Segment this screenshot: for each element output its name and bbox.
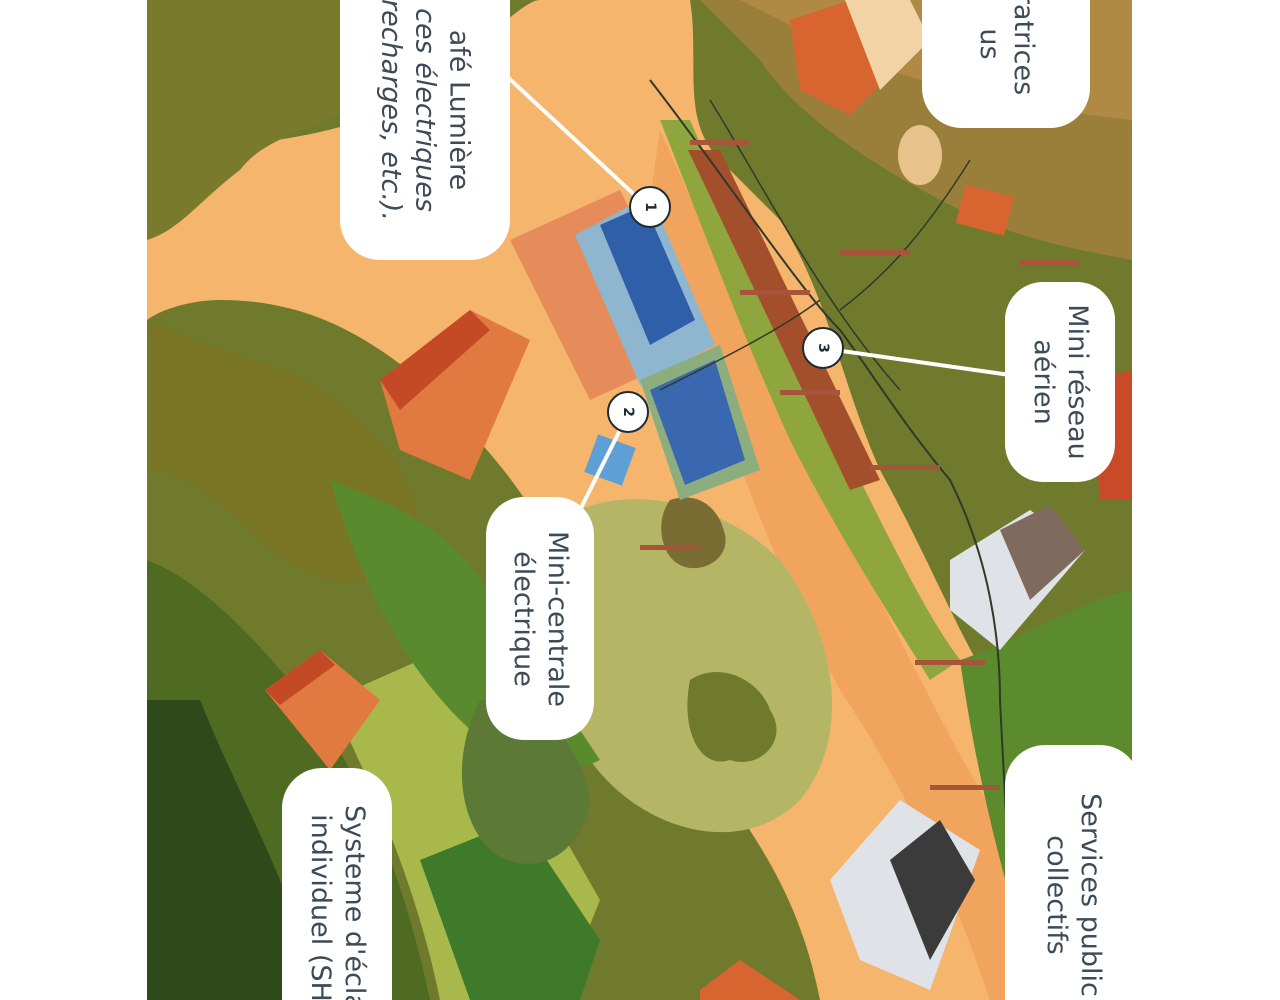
power-line-branch-c (659, 299, 821, 391)
callout-cafe-lumiere: afé Lumière ces électriques recharges, e… (340, 0, 510, 260)
callout-systeme-eclairage: Systeme d'écla individuel (SH (282, 768, 392, 1000)
cafe-solar-panels (600, 205, 695, 345)
callout-mini-centrale-line2: électrique (508, 550, 539, 687)
marker-3: 3 (802, 327, 844, 369)
house-top-right (790, 0, 895, 115)
roof-bottom-edge (700, 960, 800, 1000)
right-margin (1132, 0, 1280, 1000)
building-right-roof (1000, 505, 1085, 600)
callout-mini-reseau-line2: aérien (1028, 339, 1059, 425)
house-bottom-left-roof (265, 650, 335, 705)
callout-systeme-line2: individuel (SH (305, 814, 336, 1000)
haystack (898, 125, 942, 185)
callout-top-right-line2: us (974, 28, 1005, 60)
tree-meadow (687, 671, 777, 762)
callout-cafe-line1: afé Lumière (443, 29, 475, 191)
callout-services-publics: Services public collectifs (1005, 745, 1140, 1000)
solar-field-panels (650, 360, 745, 485)
leader-line-3 (834, 348, 1011, 377)
marker-3-label: 3 (815, 343, 831, 353)
left-margin (0, 0, 147, 1000)
marker-2: 2 (607, 391, 649, 433)
leader-line-2 (573, 419, 627, 521)
callout-cafe-line3: recharges, etc.). (376, 0, 408, 222)
callout-mini-centrale: Mini-centrale électrique (486, 497, 594, 740)
dark-forest-edge (147, 700, 320, 1000)
callout-top-right-line1: ratrices (1007, 0, 1039, 96)
field-bottom-green (420, 820, 600, 1000)
shed-top-right (955, 184, 1015, 236)
callout-services-line1: Services public (1074, 793, 1106, 997)
callout-mini-reseau: Mini réseau aérien (1005, 282, 1115, 482)
callout-mini-centrale-line1: Mini-centrale (541, 530, 573, 707)
utility-poles (640, 140, 1080, 790)
house-top-right-side (845, 0, 930, 90)
callout-cafe-line2: ces électriques (409, 8, 441, 212)
callout-systeme-line1: Systeme d'écla (338, 805, 370, 1000)
callout-mini-reseau-line1: Mini réseau (1061, 304, 1093, 460)
tree-cluster (461, 700, 590, 864)
house-left-roof (380, 310, 490, 410)
leader-line-1 (498, 68, 642, 202)
marker-2-label: 2 (620, 407, 636, 417)
dirt-road (650, 130, 1050, 1000)
callout-services-line2: collectifs (1040, 835, 1072, 955)
marker-1-label: 1 (642, 202, 658, 212)
tree-near-plant (661, 497, 726, 569)
building-bottom-mural (890, 820, 975, 960)
brick-wall (688, 150, 880, 490)
marker-1: 1 (629, 186, 671, 228)
callout-top-right: ratrices us (922, 0, 1090, 128)
